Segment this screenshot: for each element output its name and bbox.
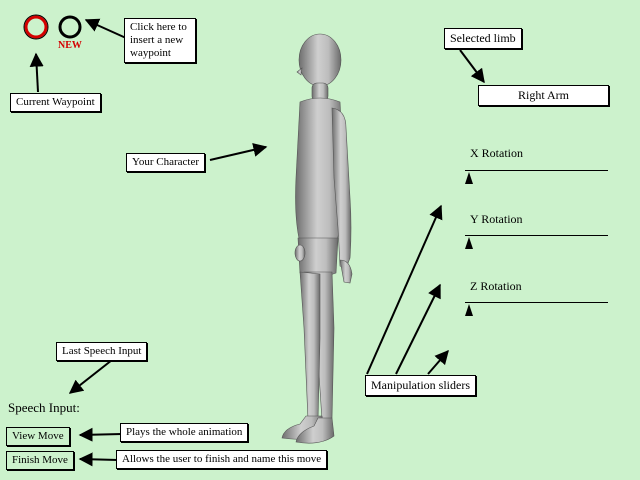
arrow-last-speech-input bbox=[68, 359, 113, 394]
manipulation-sliders-callout: Manipulation sliders bbox=[365, 375, 476, 396]
z-rotation-label: Z Rotation bbox=[470, 279, 522, 293]
selected-limb-callout: Selected limb bbox=[444, 28, 522, 49]
arrow-plays-animation bbox=[78, 427, 123, 442]
y-rotation-thumb-icon[interactable] bbox=[465, 237, 473, 249]
arrow-your-character bbox=[209, 143, 268, 161]
x-rotation-track[interactable] bbox=[465, 170, 608, 171]
character-head[interactable] bbox=[298, 33, 342, 87]
finish-move-callout: Allows the user to finish and name this … bbox=[116, 450, 328, 469]
arrow-insert-waypoint bbox=[84, 18, 127, 39]
insert-waypoint-line-2: insert a new bbox=[130, 34, 184, 46]
x-rotation-thumb-icon[interactable] bbox=[465, 172, 473, 184]
current-waypoint-callout: Current Waypoint bbox=[10, 93, 101, 112]
y-rotation-track[interactable] bbox=[465, 235, 608, 236]
last-speech-input-callout: Last Speech Input bbox=[56, 342, 148, 361]
x-rotation-label: X Rotation bbox=[470, 146, 523, 160]
arrow-current-waypoint bbox=[29, 52, 44, 93]
insert-waypoint-callout: Click here to insert a new waypoint bbox=[124, 18, 196, 63]
new-waypoint-label[interactable]: NEW bbox=[58, 40, 82, 51]
insert-waypoint-line-3: waypoint bbox=[130, 47, 171, 59]
selected-limb-field[interactable]: Right Arm bbox=[478, 85, 609, 106]
arrow-finish-move bbox=[78, 452, 119, 467]
view-move-button[interactable]: View Move bbox=[6, 427, 70, 446]
arrow-slider-x bbox=[366, 204, 443, 375]
insert-waypoint-line-1: Click here to bbox=[130, 21, 187, 33]
current-waypoint-icon[interactable] bbox=[23, 14, 49, 40]
y-rotation-label: Y Rotation bbox=[470, 212, 523, 226]
z-rotation-slider[interactable] bbox=[465, 302, 608, 318]
new-waypoint-icon[interactable] bbox=[57, 14, 83, 40]
z-rotation-track[interactable] bbox=[465, 302, 608, 303]
arrow-slider-y bbox=[395, 283, 441, 375]
speech-input-label: Speech Input: bbox=[8, 400, 80, 415]
character-model[interactable] bbox=[270, 28, 390, 458]
y-rotation-slider[interactable] bbox=[465, 235, 608, 251]
plays-animation-callout: Plays the whole animation bbox=[120, 423, 249, 442]
z-rotation-thumb-icon[interactable] bbox=[465, 304, 473, 316]
your-character-callout: Your Character bbox=[126, 153, 206, 172]
x-rotation-slider[interactable] bbox=[465, 170, 608, 186]
arrow-slider-z bbox=[427, 349, 449, 375]
arrow-selected-limb bbox=[459, 49, 485, 84]
finish-move-button[interactable]: Finish Move bbox=[6, 451, 74, 470]
